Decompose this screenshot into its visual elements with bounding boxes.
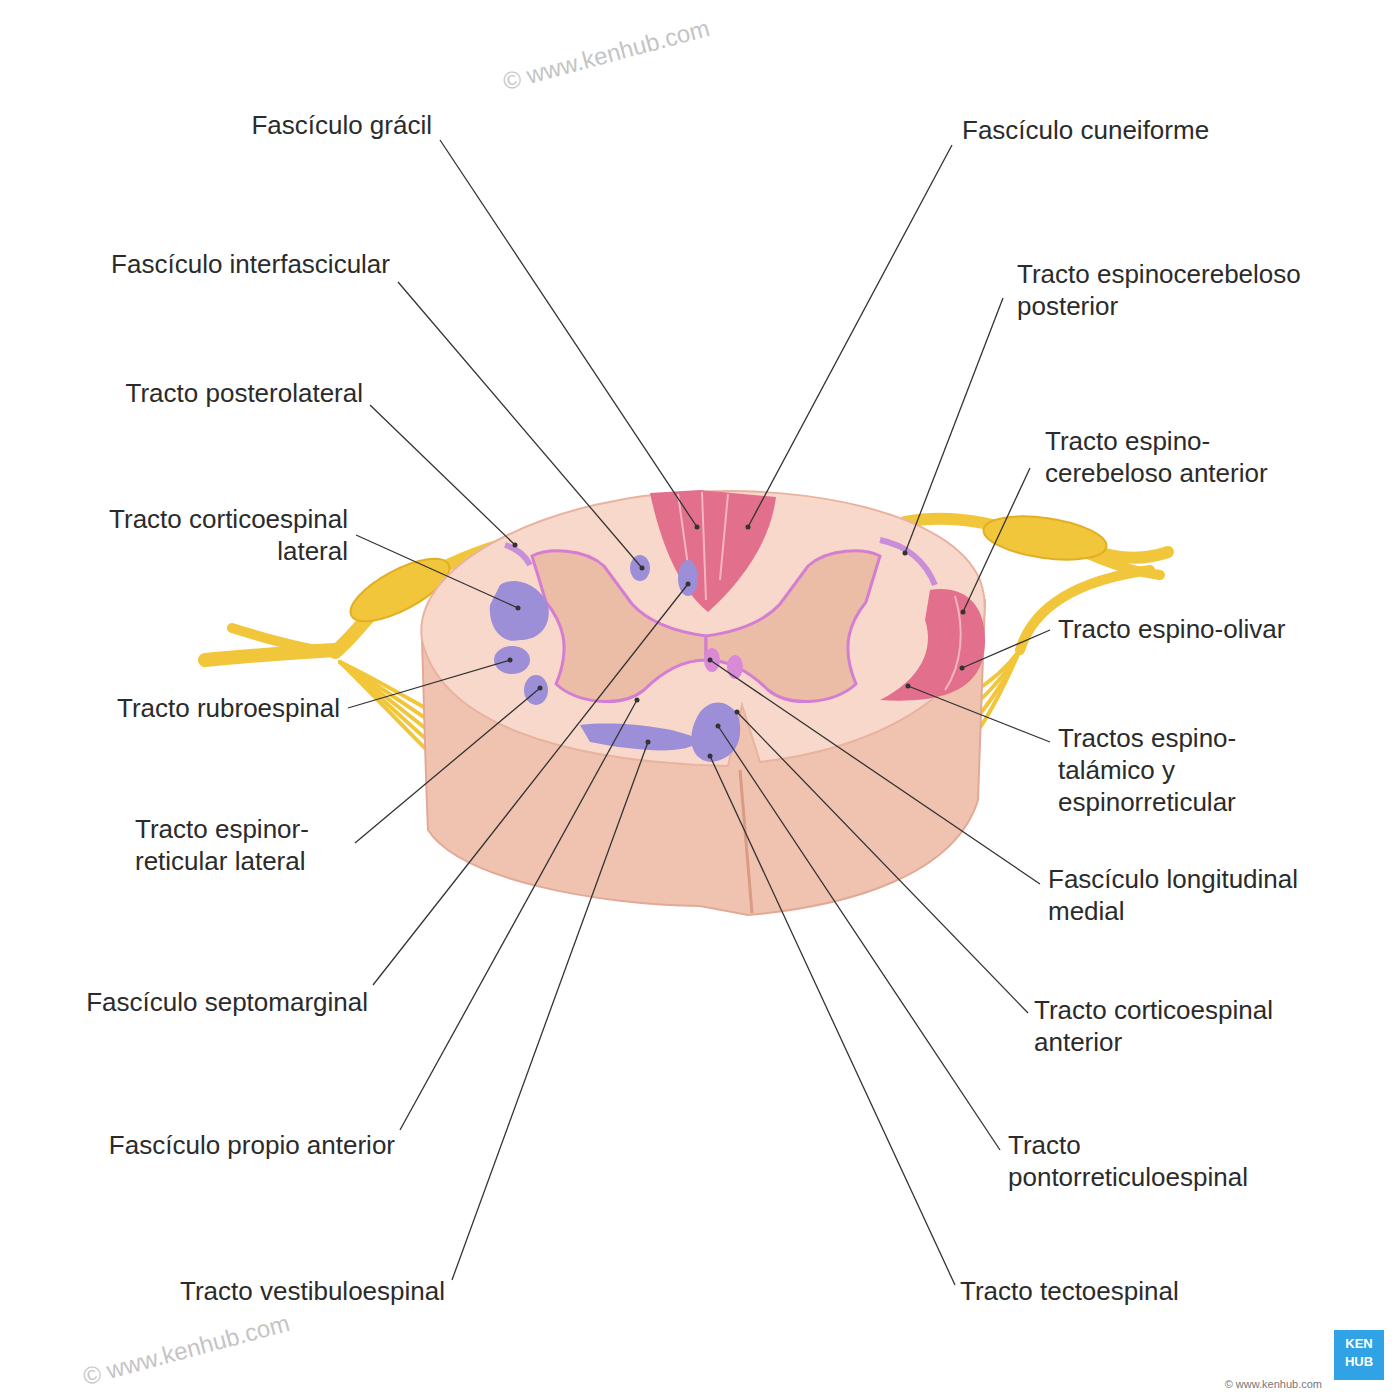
watermark: © www.kenhub.com bbox=[80, 1308, 293, 1391]
logo-box bbox=[1334, 1330, 1384, 1380]
tract-label: Tracto espino- cerebeloso anterior bbox=[1045, 425, 1315, 489]
tract-label: Fascículo septomarginal bbox=[86, 986, 368, 1018]
tract-label: Fascículo grácil bbox=[251, 109, 432, 141]
copyright-note: © www.kenhub.com bbox=[1225, 1378, 1322, 1391]
cord-cross-section bbox=[421, 491, 984, 766]
logo-text: KEN bbox=[1334, 1336, 1384, 1352]
tract-label: Tracto corticoespinal lateral bbox=[58, 503, 348, 567]
tract-label: Tracto posterolateral bbox=[126, 377, 363, 409]
tract-label: Tracto espinor- reticular lateral bbox=[135, 813, 350, 877]
tract-label: Fascículo longitudinal medial bbox=[1048, 863, 1348, 927]
spinal-ganglion bbox=[981, 510, 1109, 567]
posterior-columns bbox=[650, 490, 776, 612]
tract-label: Tracto vestibuloespinal bbox=[180, 1275, 445, 1307]
tract-label: Tractos espino- talámico y espinorreticu… bbox=[1058, 722, 1293, 818]
tract-label: Tracto espinocerebeloso posterior bbox=[1017, 258, 1357, 322]
tract-label: Tracto espino-olivar bbox=[1058, 613, 1285, 645]
tract-label: Fascículo cuneiforme bbox=[962, 114, 1209, 146]
descending-tracts bbox=[490, 555, 740, 762]
tract-label: Fascículo propio anterior bbox=[109, 1129, 395, 1161]
tract-label: Fascículo interfascicular bbox=[111, 248, 390, 280]
tract-label: Tracto tectoespinal bbox=[960, 1275, 1179, 1307]
tract-label: Tracto corticoespinal anterior bbox=[1034, 994, 1324, 1058]
tract-label: Tracto pontorreticuloespinal bbox=[1008, 1129, 1308, 1193]
watermark: © www.kenhub.com bbox=[500, 13, 713, 96]
tract-label: Tracto rubroespinal bbox=[117, 692, 340, 724]
leader-lines bbox=[348, 140, 1050, 1285]
gray-matter bbox=[532, 551, 880, 702]
spinocerebellar-tract bbox=[880, 589, 985, 701]
logo-text: HUB bbox=[1334, 1354, 1384, 1370]
